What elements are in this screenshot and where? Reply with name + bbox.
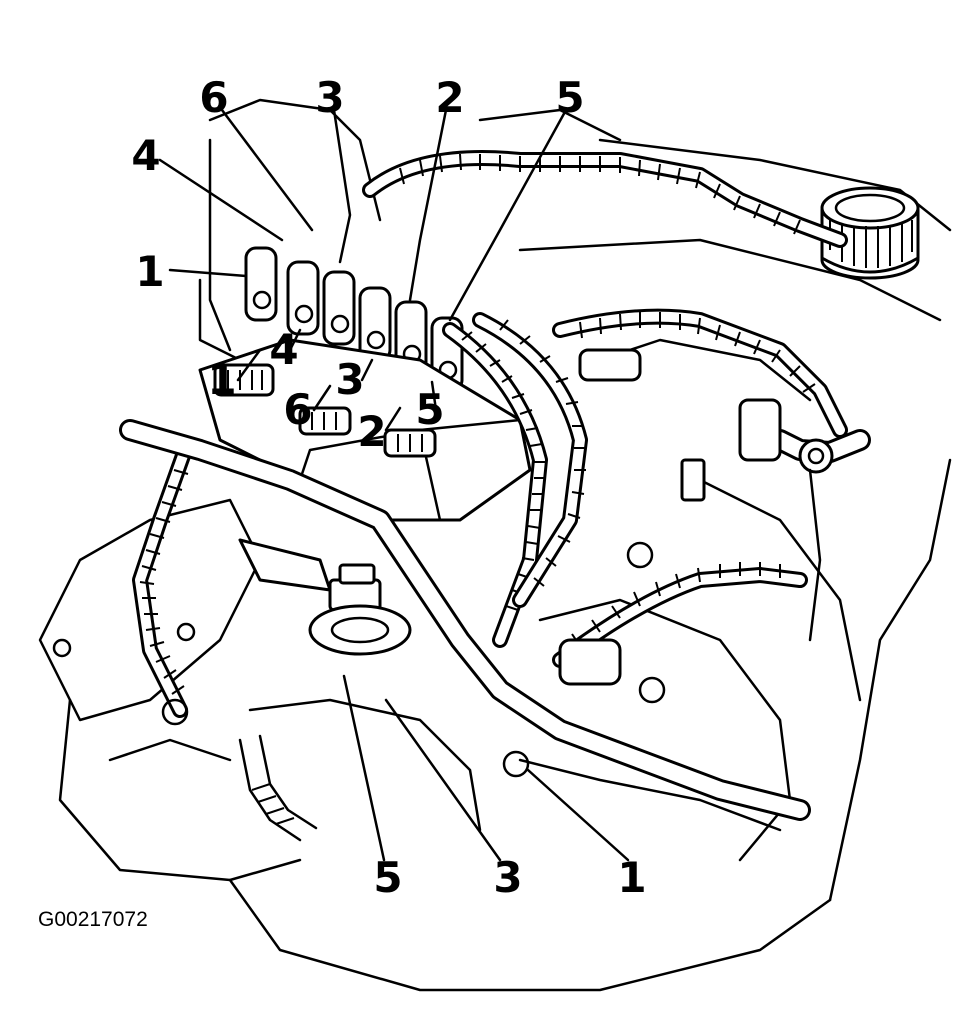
callout-wire-1: 1	[135, 247, 164, 296]
callout-coil-5: 5	[415, 385, 444, 434]
callout-top-6: 6	[199, 73, 228, 122]
callout-coil-4: 4	[269, 325, 298, 374]
callout-coil-3: 3	[335, 355, 364, 404]
main-tube	[119, 419, 871, 821]
callout-top-2: 2	[435, 73, 464, 122]
callout-top-3: 3	[315, 73, 344, 122]
reservoir-cap	[820, 186, 920, 280]
callout-bottom-1: 1	[617, 853, 646, 902]
figure-code: G00217072	[38, 908, 148, 931]
callout-bottom-5: 5	[373, 853, 402, 902]
leader-lines	[158, 108, 630, 862]
callout-wire-4: 4	[131, 131, 160, 180]
upper-wiring-harness	[362, 150, 848, 438]
sensor-assembly	[238, 348, 782, 704]
oxygen-sensor	[52, 622, 530, 842]
ignition-coil-pack	[198, 338, 532, 522]
callout-top-5: 5	[555, 73, 584, 122]
callout-coil-6: 6	[283, 385, 312, 434]
callout-coil-1: 1	[207, 355, 236, 404]
callout-coil-2: 2	[357, 407, 386, 456]
engine-block-outline	[38, 98, 952, 992]
callout-bottom-3: 3	[493, 853, 522, 902]
